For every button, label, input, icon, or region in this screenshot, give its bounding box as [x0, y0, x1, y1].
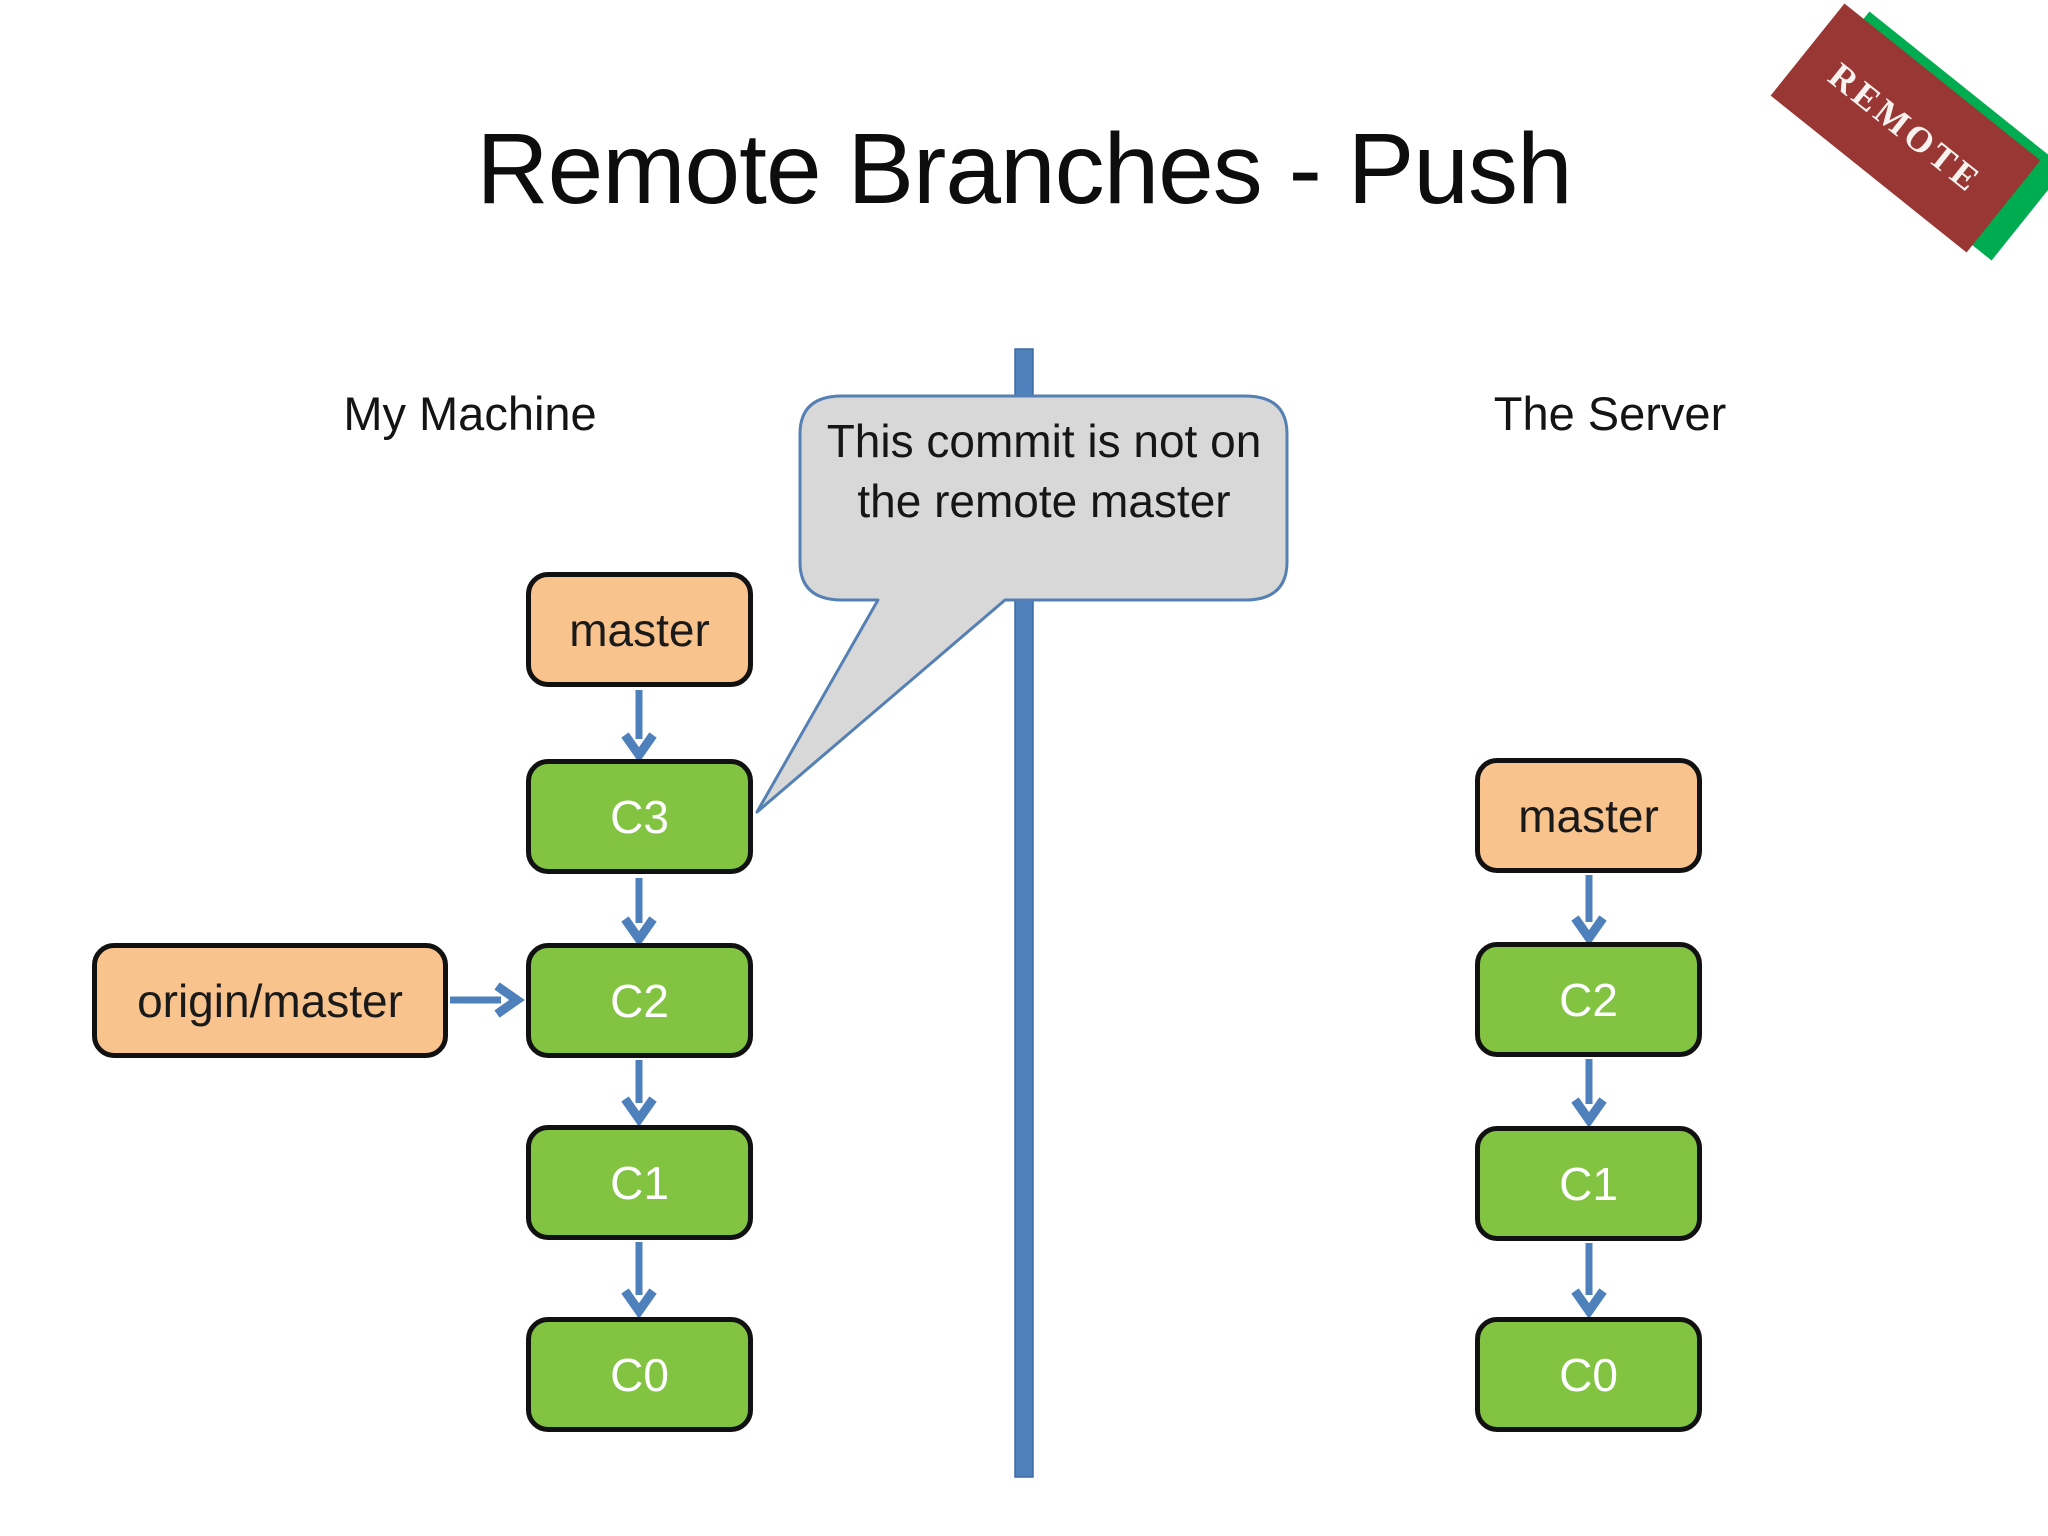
right-column-label: The Server: [1493, 387, 1727, 440]
arrow-c3-c2: [621, 916, 657, 947]
branch-tag-master-local: master: [526, 572, 753, 687]
commit-label-c3-local: C3: [610, 790, 669, 843]
commit-box-c2-server: C2: [1475, 942, 1702, 1057]
branch-tag-master-server-label: master: [1518, 789, 1659, 842]
left-column-label: My Machine: [343, 387, 597, 440]
arrow-c1-c0: [621, 1288, 657, 1319]
right-column-arrows: [1571, 875, 1607, 1319]
commit-box-c3-local: C3: [526, 759, 753, 874]
branch-tag-origin-master: origin/master: [92, 943, 448, 1058]
divider-line: [1014, 348, 1034, 1478]
arrow-server-master-c2: [1571, 915, 1607, 946]
branch-tag-master-server: master: [1475, 758, 1702, 873]
commit-label-c2-local: C2: [610, 974, 669, 1027]
branch-tag-origin-master-label: origin/master: [137, 974, 403, 1027]
branch-tag-master-local-label: master: [569, 603, 710, 656]
callout-text: This commit is not on the remote master: [826, 415, 1262, 527]
arrow-server-c2-c1: [1571, 1097, 1607, 1128]
commit-label-c1-local: C1: [610, 1156, 669, 1209]
arrow-c2-c1: [621, 1096, 657, 1127]
arrow-master-c3: [621, 732, 657, 763]
origin-master-arrow: [450, 982, 525, 1018]
commit-label-c0-local: C0: [610, 1348, 669, 1401]
commit-box-c1-server: C1: [1475, 1126, 1702, 1241]
commit-box-c2-local: C2: [526, 943, 753, 1058]
commit-label-c1-server: C1: [1559, 1157, 1618, 1210]
commit-label-c0-server: C0: [1559, 1348, 1618, 1401]
arrow-server-c1-c0: [1571, 1288, 1607, 1319]
commit-box-c0-local: C0: [526, 1317, 753, 1432]
slide-title: Remote Branches - Push: [476, 113, 1572, 225]
commit-label-c2-server: C2: [1559, 973, 1618, 1026]
callout-bubble: [755, 394, 1289, 814]
commit-box-c0-server: C0: [1475, 1317, 1702, 1432]
left-column-arrows: [621, 690, 657, 1319]
commit-box-c1-local: C1: [526, 1125, 753, 1240]
